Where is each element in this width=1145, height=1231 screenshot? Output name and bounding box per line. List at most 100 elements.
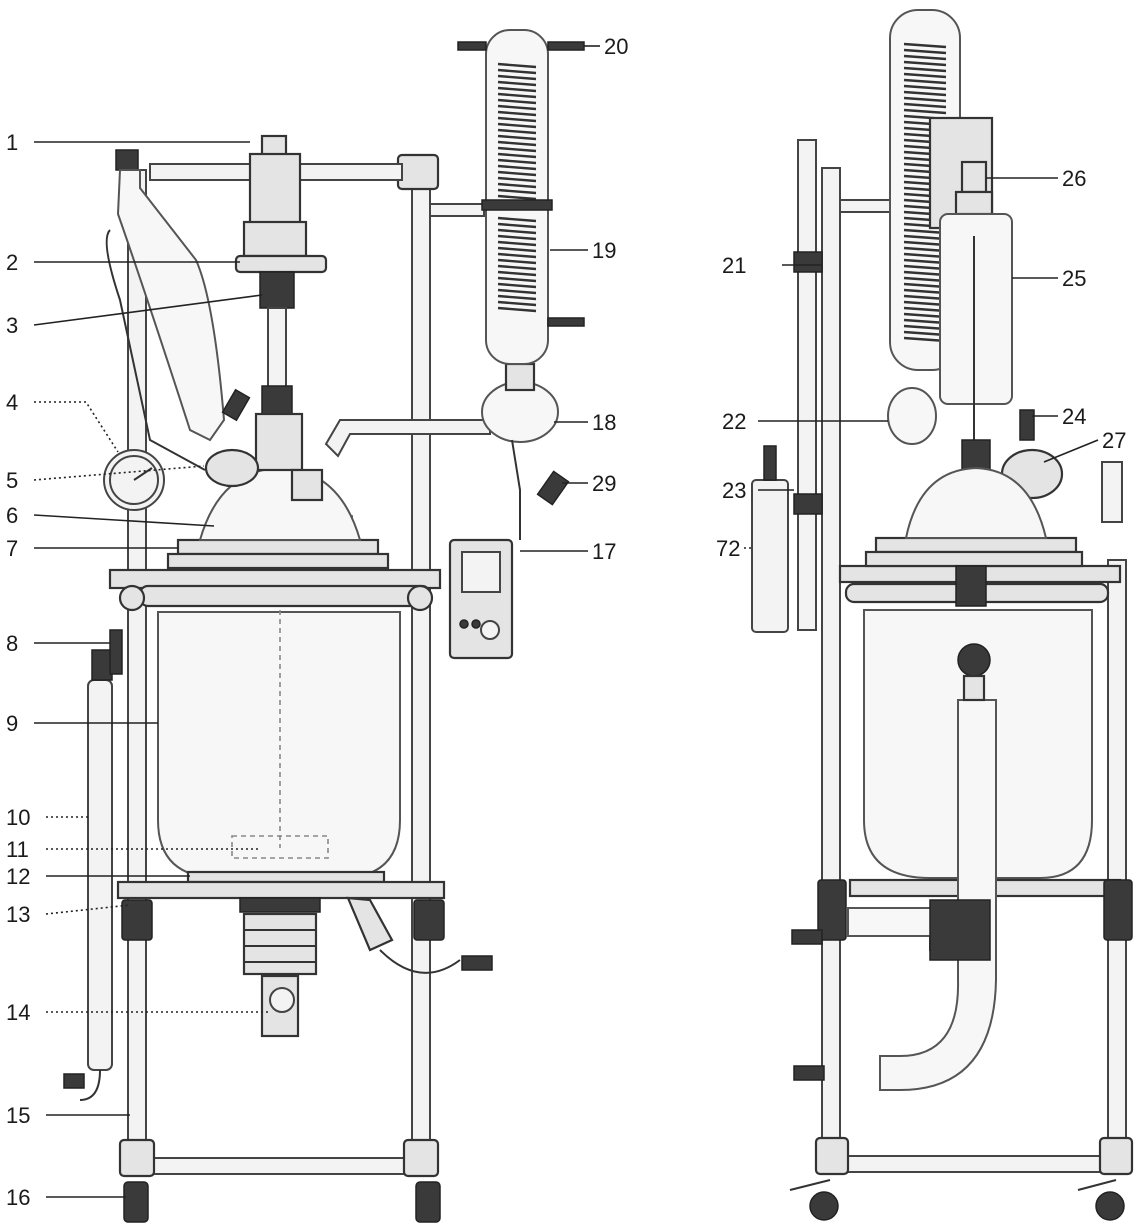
side-caster-left [809, 1191, 839, 1221]
callout-labels: 1 2 3 4 5 6 7 8 9 10 11 12 13 14 15 16 1… [6, 34, 1126, 1210]
callout-10: 10 [6, 805, 30, 830]
callout-15: 15 [6, 1103, 30, 1128]
callout-3: 3 [6, 313, 18, 338]
discharge-flange [239, 897, 321, 913]
side-condenser-coil-turn-10 [903, 102, 947, 109]
drain-valve [536, 470, 570, 506]
condenser-coil-lower-turn-6 [497, 252, 537, 259]
callout-26: 26 [1062, 166, 1086, 191]
condenser-coil-turn-10 [497, 122, 537, 129]
motor-mount-plate [234, 254, 328, 274]
side-center-clamp [955, 565, 987, 607]
hose-top-connector [962, 674, 986, 702]
lid-flange-top [176, 538, 380, 556]
condenser-coil-lower-turn-7 [497, 258, 537, 265]
jacket-tube-fitting [91, 649, 113, 681]
side-condenser-coil-turn-6 [903, 78, 947, 85]
condenser-coil-turn-20 [497, 182, 537, 189]
lower-clamp-right [413, 899, 445, 941]
side-condenser-coil-turn-2 [903, 54, 947, 61]
caster-right [415, 1181, 441, 1223]
drain-hose [379, 949, 461, 974]
leader-6 [33, 514, 215, 527]
circulation-hose [879, 699, 997, 1091]
side-lower-clamp-left [817, 879, 847, 941]
condenser-coil-lower-turn-11 [497, 282, 537, 289]
side-bottom-joint-right [1098, 1136, 1134, 1176]
callout-5: 5 [6, 468, 18, 493]
condenser-coil-lower-turn-2 [497, 228, 537, 235]
side-reactor-lid [904, 466, 1048, 539]
side-view [751, 9, 1134, 1221]
caster-left [123, 1181, 149, 1223]
callout-20: 20 [604, 34, 628, 59]
leader-5 [33, 465, 205, 481]
side-condenser-coil-turn-1 [903, 48, 947, 55]
side-condenser-coil-turn-3 [903, 60, 947, 67]
side-motor-cap [960, 160, 988, 194]
leader-4 [34, 401, 119, 453]
condenser-coil-turn-13 [497, 140, 537, 147]
lid-neck [290, 468, 324, 502]
side-tank [751, 479, 789, 633]
callout-72: 72 [716, 536, 740, 561]
top-clamp [396, 153, 440, 191]
jacket-outlet [63, 1073, 85, 1089]
right-upright [411, 159, 431, 1171]
side-condenser-coil-turn-5 [903, 72, 947, 79]
feeding-funnel [116, 169, 226, 442]
discharge-valve-body [242, 912, 318, 976]
frame-joint-left [118, 584, 146, 612]
shaft-seal [261, 385, 293, 417]
bottom-crossbar [149, 1157, 413, 1175]
side-right-upright [1107, 559, 1127, 1169]
side-receiving-bulb [887, 387, 937, 445]
side-condenser-coil-turn-0 [903, 42, 947, 49]
controller-button-1 [459, 619, 469, 629]
condenser-coil-lower-turn-8 [497, 264, 537, 271]
condenser-coil-lower-turn-12 [497, 288, 537, 295]
side-motor-collar [954, 190, 994, 216]
callout-7: 7 [6, 536, 18, 561]
side-bottom-joint-left [814, 1136, 850, 1176]
lower-frame-bar [116, 880, 446, 900]
lid-flange-bottom [166, 552, 390, 570]
callout-23: 23 [722, 478, 746, 503]
coupling [259, 271, 295, 309]
side-upright-clamp [793, 251, 823, 273]
condenser-coil-lower-turn-14 [497, 300, 537, 307]
side-condenser-coil-turn-11 [903, 108, 947, 115]
motor [248, 152, 302, 226]
condenser-coil-lower-turn-15 [497, 306, 537, 313]
callout-17: 17 [592, 539, 616, 564]
condenser-coil-lower-turn-5 [497, 246, 537, 253]
callout-14: 14 [6, 1000, 30, 1025]
funnel-stopper [115, 149, 139, 171]
hose-top-fitting [957, 643, 991, 677]
side-bottom-crossbar [839, 1155, 1109, 1173]
condenser-coil-turn-3 [497, 80, 537, 87]
side-condenser-coil-turn-9 [903, 96, 947, 103]
callout-2: 2 [6, 250, 18, 275]
jacket-valve [109, 629, 123, 675]
condenser-coil-turn-1 [497, 68, 537, 75]
condenser-coil-lower-turn-0 [497, 216, 537, 223]
condenser-coil-turn-8 [497, 110, 537, 117]
side-right-cylinder [1101, 461, 1123, 523]
leader-lines [33, 45, 1099, 1198]
side-lid-flange [874, 536, 1078, 554]
callout-25: 25 [1062, 266, 1086, 291]
callout-18: 18 [592, 410, 616, 435]
condenser-coil-turn-2 [497, 74, 537, 81]
front-view [63, 29, 585, 1223]
side-condenser-coil-turn-8 [903, 90, 947, 97]
callout-1: 1 [6, 130, 18, 155]
side-feed-valve [1019, 409, 1035, 441]
upper-frame-tube [138, 584, 432, 608]
controller-display [461, 551, 501, 593]
caster-brake-left [789, 1179, 831, 1191]
condenser-coil-lower-turn-13 [497, 294, 537, 301]
side-tank-clamp [793, 493, 823, 515]
condenser-support-arm [429, 203, 485, 217]
condenser-coil-lower-turn-3 [497, 234, 537, 241]
